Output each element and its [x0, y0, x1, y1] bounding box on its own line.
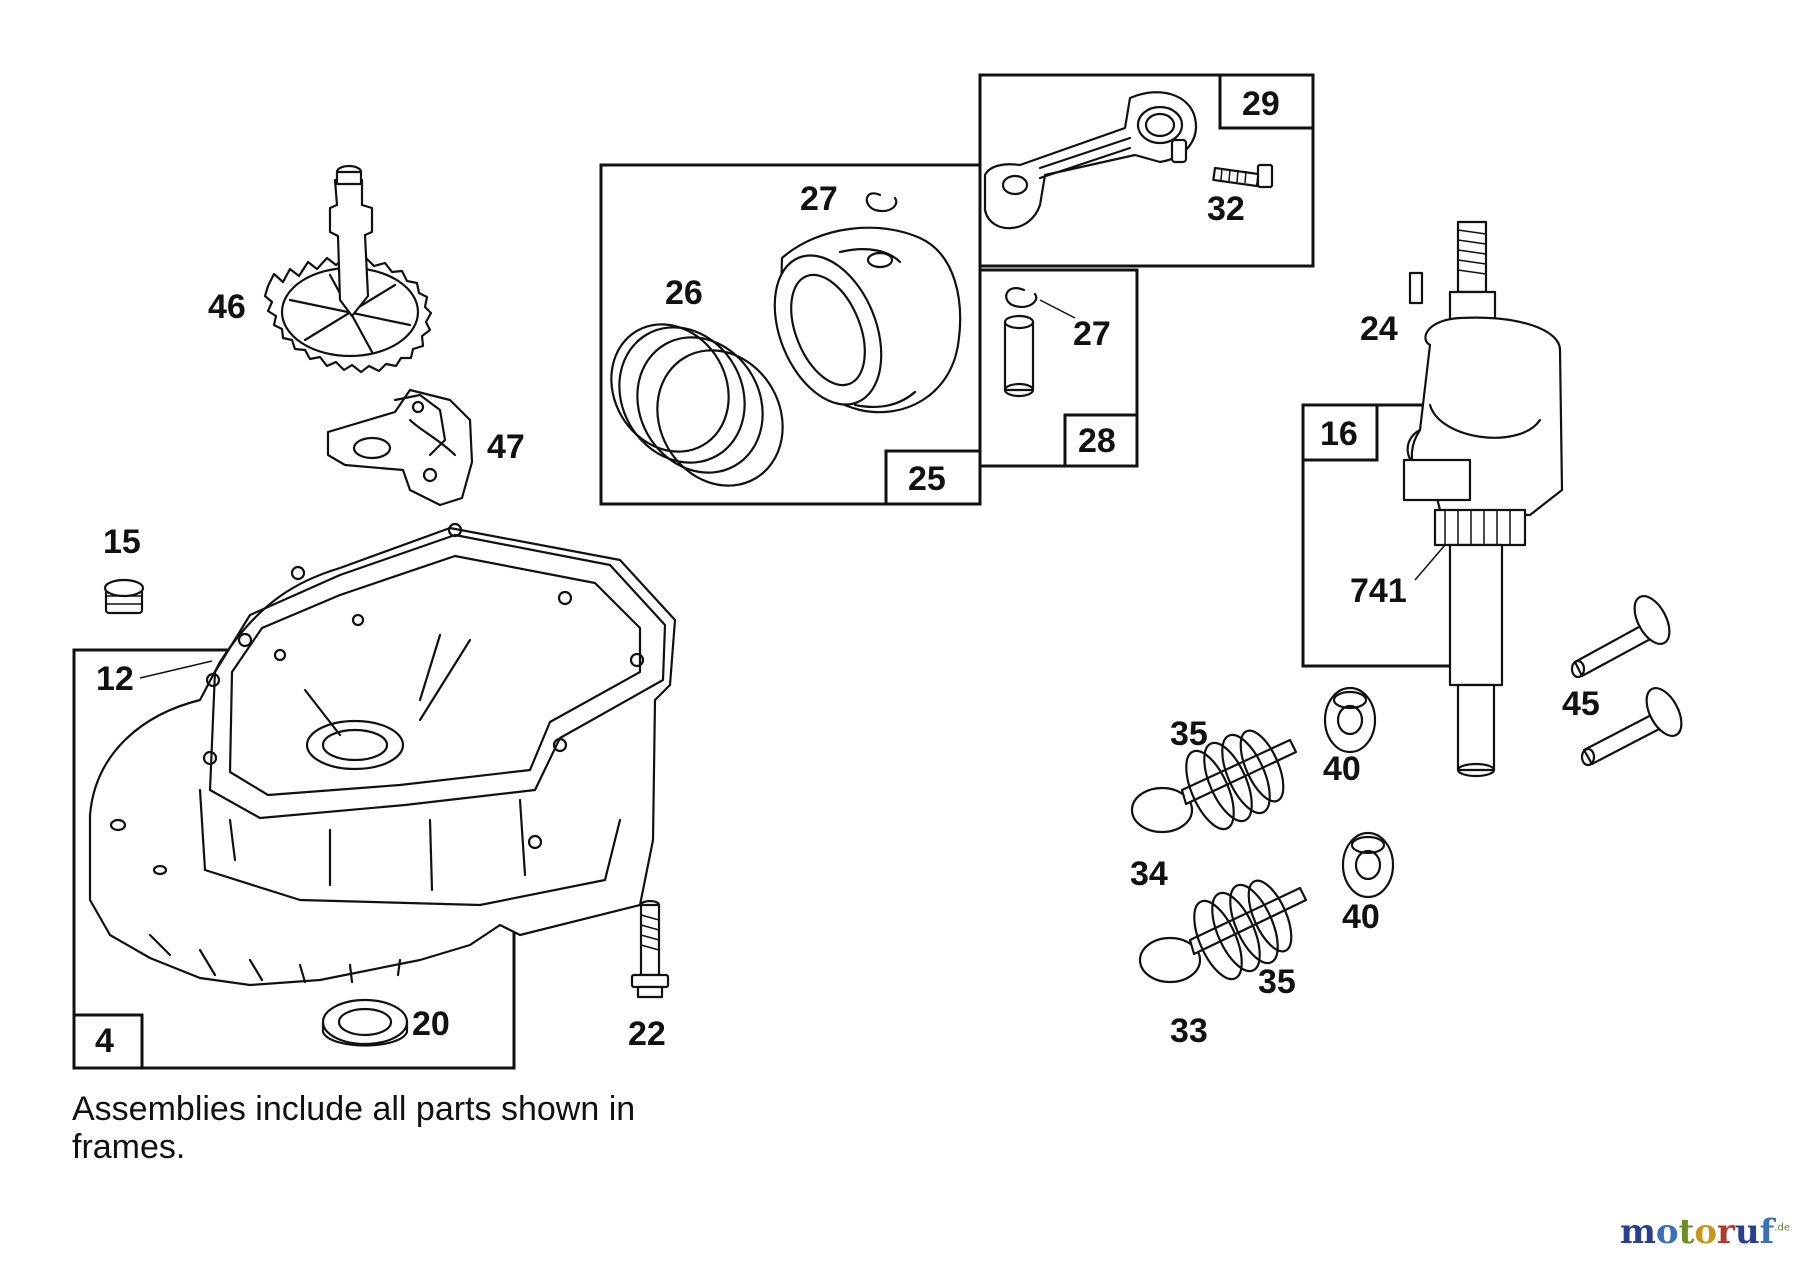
- watermark-letter: u: [1734, 1212, 1760, 1252]
- leader-741: [1414, 544, 1446, 581]
- callout-29: 29: [1242, 85, 1280, 123]
- piston-pin-clip-part-2: [1005, 287, 1076, 319]
- governor-bracket-part: [326, 388, 474, 507]
- valve-retainer-part-2: [1341, 831, 1395, 899]
- screw-part: [630, 899, 670, 999]
- callout-22: 22: [628, 1015, 666, 1053]
- callout-46: 46: [208, 288, 246, 326]
- frame-connecting-rod-assembly: [978, 73, 1315, 268]
- connecting-rod-part: [983, 91, 1198, 230]
- callout-25: 25: [908, 460, 946, 498]
- watermark-letter: m: [1619, 1212, 1656, 1252]
- callout-27-piston: 27: [800, 180, 838, 218]
- assembly-note-line-2: frames.: [72, 1128, 186, 1166]
- watermark-letter: o: [1655, 1212, 1679, 1252]
- crankcase-cover-part: [88, 522, 677, 987]
- callout-15: 15: [103, 523, 141, 561]
- callout-20: 20: [412, 1005, 450, 1043]
- valve-spring-part-1: [1185, 729, 1285, 831]
- camshaft-gear-part: [263, 164, 433, 374]
- valve-tappet-part-2: [1580, 687, 1683, 767]
- connecting-rod-bolt-part: [1212, 163, 1274, 189]
- leader-12: [139, 660, 213, 679]
- callout-741: 741: [1350, 572, 1407, 610]
- callout-35-upper: 35: [1170, 715, 1208, 753]
- watermark-letter: r: [1717, 1212, 1735, 1252]
- callout-40-lower: 40: [1342, 898, 1380, 936]
- callout-40-upper: 40: [1323, 750, 1361, 788]
- valve-retainer-part-1: [1323, 686, 1377, 754]
- callout-45: 45: [1562, 685, 1600, 723]
- callout-33: 33: [1170, 1012, 1208, 1050]
- watermark-letter: t: [1678, 1212, 1695, 1252]
- callout-27-pin: 27: [1073, 315, 1111, 353]
- watermark-letter: o: [1694, 1212, 1718, 1252]
- piston-pin-part: [1003, 314, 1035, 398]
- valve-tappet-part-1: [1570, 595, 1671, 679]
- piston-pin-clip-part: [865, 192, 898, 213]
- callout-12: 12: [96, 660, 134, 698]
- frame-piston-pin-assembly: [978, 268, 1139, 468]
- piston-rings-part: [610, 323, 784, 487]
- watermark-suffix: .de: [1774, 1222, 1790, 1234]
- callout-24: 24: [1360, 310, 1398, 348]
- valve-spring-part-2: [1193, 879, 1293, 981]
- plug-part: [103, 578, 145, 615]
- callout-16: 16: [1320, 415, 1358, 453]
- intake-valve-part: [1130, 738, 1298, 834]
- callout-32: 32: [1207, 190, 1245, 228]
- callout-4: 4: [95, 1022, 114, 1060]
- callout-26: 26: [665, 274, 703, 312]
- crankshaft-part: [1402, 220, 1564, 778]
- callout-28: 28: [1078, 422, 1116, 460]
- callout-35-lower: 35: [1258, 963, 1296, 1001]
- assembly-note-line-1: Assemblies include all parts shown in: [72, 1090, 636, 1128]
- oil-seal-part: [321, 998, 409, 1047]
- callout-34: 34: [1130, 855, 1168, 893]
- piston-part: [773, 226, 962, 414]
- watermark-letters: motoruf: [1620, 1212, 1774, 1252]
- crankshaft-key-part: [1408, 271, 1424, 305]
- frame-crankshaft-assembly: [1301, 403, 1455, 668]
- watermark-letter: f: [1759, 1212, 1775, 1252]
- watermark-logo: motoruf.de: [1620, 1212, 1790, 1252]
- callout-47: 47: [487, 428, 525, 466]
